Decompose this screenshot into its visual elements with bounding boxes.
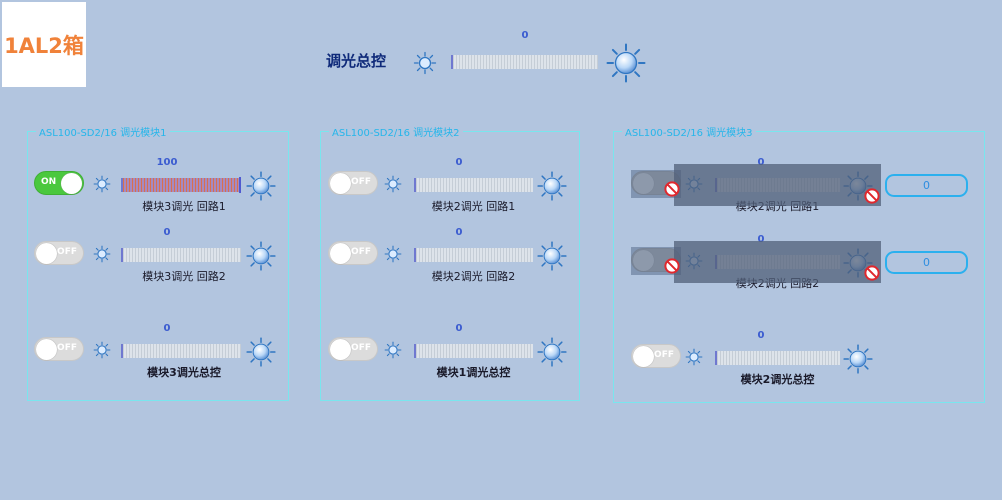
sun-small-icon: [93, 245, 111, 263]
dimming-slider[interactable]: [121, 248, 241, 262]
dimming-slider[interactable]: [121, 177, 241, 193]
toggle-knob: [330, 243, 351, 264]
module-panel-2: ASL100-SD2/16 调光模块2: [320, 124, 580, 401]
dimming-slider[interactable]: [414, 178, 533, 192]
toggle-knob: [61, 173, 82, 194]
slider-fill: [123, 178, 241, 192]
sun-small-icon: [384, 175, 402, 193]
power-toggle[interactable]: OFF: [328, 171, 378, 195]
sun-small-icon: [384, 245, 402, 263]
channel-label: 模块2调光总控: [740, 373, 815, 386]
module-panel-3: ASL100-SD2/16 调光模块3: [613, 124, 985, 403]
power-toggle[interactable]: OFF: [328, 241, 378, 265]
channel-label: 模块2调光 回路2: [431, 270, 516, 283]
panel-title: ASL100-SD2/16 调光模块2: [329, 124, 463, 139]
dimming-slider[interactable]: [414, 344, 533, 358]
panel-title: ASL100-SD2/16 调光模块1: [36, 124, 170, 139]
no-entry-icon: [664, 258, 680, 274]
master-dimming-label: 调光总控: [326, 52, 387, 70]
toggle-knob: [633, 346, 654, 367]
channel-label: 模块3调光 回路1: [142, 200, 226, 213]
channel-label: 模块2调光 回路1: [431, 200, 516, 213]
no-entry-icon: [664, 181, 680, 197]
dimming-value-input[interactable]: 0: [885, 174, 968, 197]
toggle-knob: [36, 339, 57, 360]
disabled-overlay: [674, 164, 881, 206]
channel-label: 模块3调光 回路2: [142, 270, 226, 283]
toggle-knob: [330, 339, 351, 360]
sun-large-icon: [537, 337, 567, 367]
panel-title: ASL100-SD2/16 调光模块3: [622, 124, 756, 139]
dimming-value: 0: [455, 157, 463, 168]
no-entry-icon: [864, 188, 880, 204]
sun-small-icon: [93, 341, 111, 359]
toggle-state-label: OFF: [57, 343, 77, 353]
dimming-slider[interactable]: [715, 351, 840, 365]
slider-handle[interactable]: [239, 177, 241, 193]
toggle-state-label: OFF: [654, 350, 674, 360]
no-entry-icon: [864, 265, 880, 281]
toggle-state-label: OFF: [57, 247, 77, 257]
cabinet-title: 1AL2箱: [4, 33, 84, 58]
dimming-value: 0: [163, 227, 171, 238]
toggle-state-label: OFF: [351, 247, 371, 257]
power-toggle[interactable]: ON: [34, 171, 84, 195]
sun-large-icon: [606, 43, 646, 83]
sun-small-icon: [413, 51, 437, 75]
sun-large-icon: [537, 241, 567, 271]
dimming-value: 0: [757, 234, 765, 245]
sun-large-icon: [246, 241, 276, 271]
dimming-value: 0: [757, 330, 765, 341]
dimming-value: 0: [163, 323, 171, 334]
master-dimming-value: 0: [521, 30, 529, 41]
dimming-slider[interactable]: [414, 248, 533, 262]
channel-label: 模块1调光总控: [436, 366, 511, 379]
dimming-slider[interactable]: [121, 344, 241, 358]
sun-large-icon: [537, 171, 567, 201]
toggle-state-label: OFF: [351, 177, 371, 187]
power-toggle[interactable]: OFF: [34, 241, 84, 265]
sun-small-icon: [384, 341, 402, 359]
sun-large-icon: [246, 171, 276, 201]
power-toggle[interactable]: OFF: [34, 337, 84, 361]
dimming-value: 100: [156, 157, 178, 168]
module-panel-1: ASL100-SD2/16 调光模块1: [27, 124, 289, 401]
dimming-value-input[interactable]: 0: [885, 251, 968, 274]
power-toggle[interactable]: OFF: [631, 344, 681, 368]
dimming-value: 0: [455, 227, 463, 238]
disabled-overlay: [674, 241, 881, 283]
toggle-knob: [330, 173, 351, 194]
sun-small-icon: [685, 348, 703, 366]
toggle-state-label: ON: [41, 177, 57, 187]
power-toggle[interactable]: OFF: [328, 337, 378, 361]
dimming-value: 0: [757, 157, 765, 168]
channel-label: 模块3调光总控: [147, 366, 221, 379]
sun-large-icon: [246, 337, 276, 367]
master-dimming-slider[interactable]: [451, 55, 598, 69]
sun-large-icon: [843, 344, 873, 374]
dimming-value: 0: [455, 323, 463, 334]
toggle-state-label: OFF: [351, 343, 371, 353]
cabinet-title-box: 1AL2箱: [2, 2, 86, 87]
sun-small-icon: [93, 175, 111, 193]
toggle-knob: [36, 243, 57, 264]
